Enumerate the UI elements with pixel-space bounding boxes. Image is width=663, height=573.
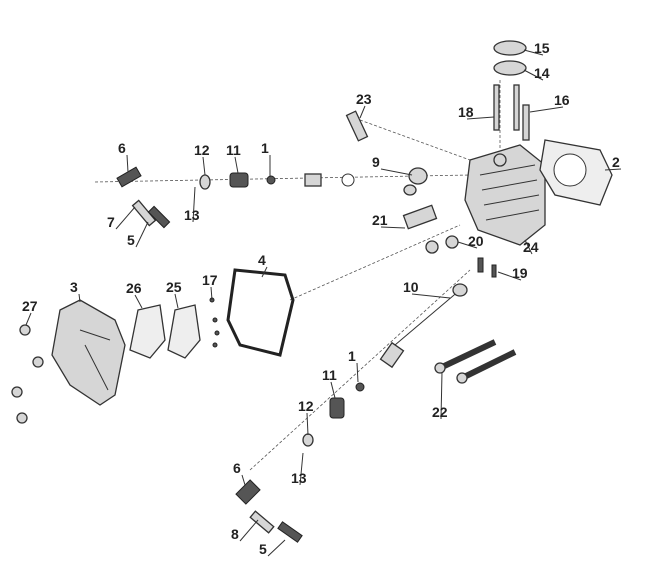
callout-seal-ring: 9 [372, 154, 380, 170]
callout-plate: 26 [126, 280, 142, 296]
leader-line-valve-retainer [202, 156, 206, 176]
callout-bolt: 27 [22, 298, 38, 314]
cover-gasket-part [226, 268, 295, 357]
callout-valve-guide: 21 [372, 212, 388, 228]
leader-line-cylinder-head [524, 239, 533, 255]
callout-valve-stem-seal-2: 13 [291, 470, 307, 486]
leader-line-top-gasket [523, 49, 544, 56]
callout-valve-spring: 11 [226, 142, 241, 158]
leader-line-valve-cotter-2 [356, 362, 359, 383]
callout-dowel-pin: 19 [512, 265, 528, 281]
leader-line-long-bolt [440, 371, 443, 420]
leader-line-valve-guide [380, 226, 406, 229]
leader-line-valve-spring-2 [330, 381, 336, 399]
callout-valve-cotter-2: 1 [348, 348, 356, 364]
callout-valve-stem-seal: 13 [184, 207, 200, 223]
callout-rocker-arm: 6 [118, 140, 126, 156]
callout-stud-bolt: 16 [554, 92, 570, 108]
leader-line-bolt [25, 312, 32, 326]
callout-top-gasket: 15 [534, 40, 550, 56]
leader-line-plate-2 [174, 293, 179, 309]
callout-long-bolt: 22 [432, 404, 448, 420]
leader-line-plate [134, 294, 143, 309]
leader-line-valve [411, 293, 451, 299]
callout-stud: 18 [458, 104, 474, 120]
callout-valve-cotter: 1 [261, 140, 269, 156]
callout-valve-spring-2: 11 [322, 367, 337, 383]
leader-line-head-gasket [604, 168, 622, 171]
callout-plate-2: 25 [166, 279, 182, 295]
leader-line-valve-stem-seal-2 [299, 452, 304, 486]
callout-top-gasket-lower: 14 [534, 65, 550, 81]
lower-valve-train [235, 283, 517, 543]
leader-line-rocker-arm-2 [241, 474, 246, 486]
plates-part [129, 297, 220, 359]
leader-line-adjust-screw-2 [267, 539, 286, 557]
cylinder-head-cover-part [11, 299, 126, 424]
leader-line-dowel-pin [497, 271, 522, 281]
leader-line-rocker-shaft [115, 206, 136, 230]
cylinder-head-part [464, 144, 546, 246]
leader-line-screw [210, 286, 213, 301]
leader-line-adjust-screw [135, 221, 149, 248]
leader-line-valve-stem-seal [192, 186, 196, 223]
callout-spark-plug: 23 [356, 91, 372, 107]
callout-cylinder-head: 24 [523, 239, 539, 255]
leader-line-valve-retainer-2 [306, 412, 309, 436]
leader-line-cover-gasket [261, 266, 268, 278]
leader-line-top-gasket-lower [523, 69, 544, 81]
callout-rocker-arm-2: 6 [233, 460, 241, 476]
leader-line-stud [466, 116, 495, 120]
leader-line-nut [457, 241, 478, 249]
callout-valve-retainer: 12 [194, 142, 210, 158]
callout-rocker-shaft: 7 [107, 214, 115, 230]
top-gaskets-part [493, 40, 530, 141]
assembly-guide-lines [94, 80, 501, 471]
leader-line-spark-plug [359, 105, 366, 119]
leader-line-rocker-arm [126, 154, 129, 173]
leader-line-cylinder-head-cover [78, 293, 81, 303]
spark-plug-part [345, 110, 369, 142]
callout-head-gasket: 2 [612, 154, 620, 170]
callout-cover-gasket: 4 [258, 252, 266, 268]
callout-valve-retainer-2: 12 [298, 398, 314, 414]
callout-nut: 20 [468, 233, 484, 249]
upper-valve-train [116, 166, 497, 278]
leader-line-valve-spring [234, 156, 239, 174]
callout-screw: 17 [202, 272, 218, 288]
callout-rocker-shaft-2: 8 [231, 526, 239, 542]
leader-line-rocker-shaft-2 [239, 519, 259, 542]
callout-adjust-screw: 5 [127, 232, 135, 248]
callout-cylinder-head-cover: 3 [70, 279, 78, 295]
callout-valve: 10 [403, 279, 419, 295]
leader-line-stud-bolt [529, 106, 564, 113]
head-gasket-part [539, 139, 613, 206]
callout-adjust-screw-2: 5 [259, 541, 267, 557]
leader-line-seal-ring [380, 168, 413, 176]
